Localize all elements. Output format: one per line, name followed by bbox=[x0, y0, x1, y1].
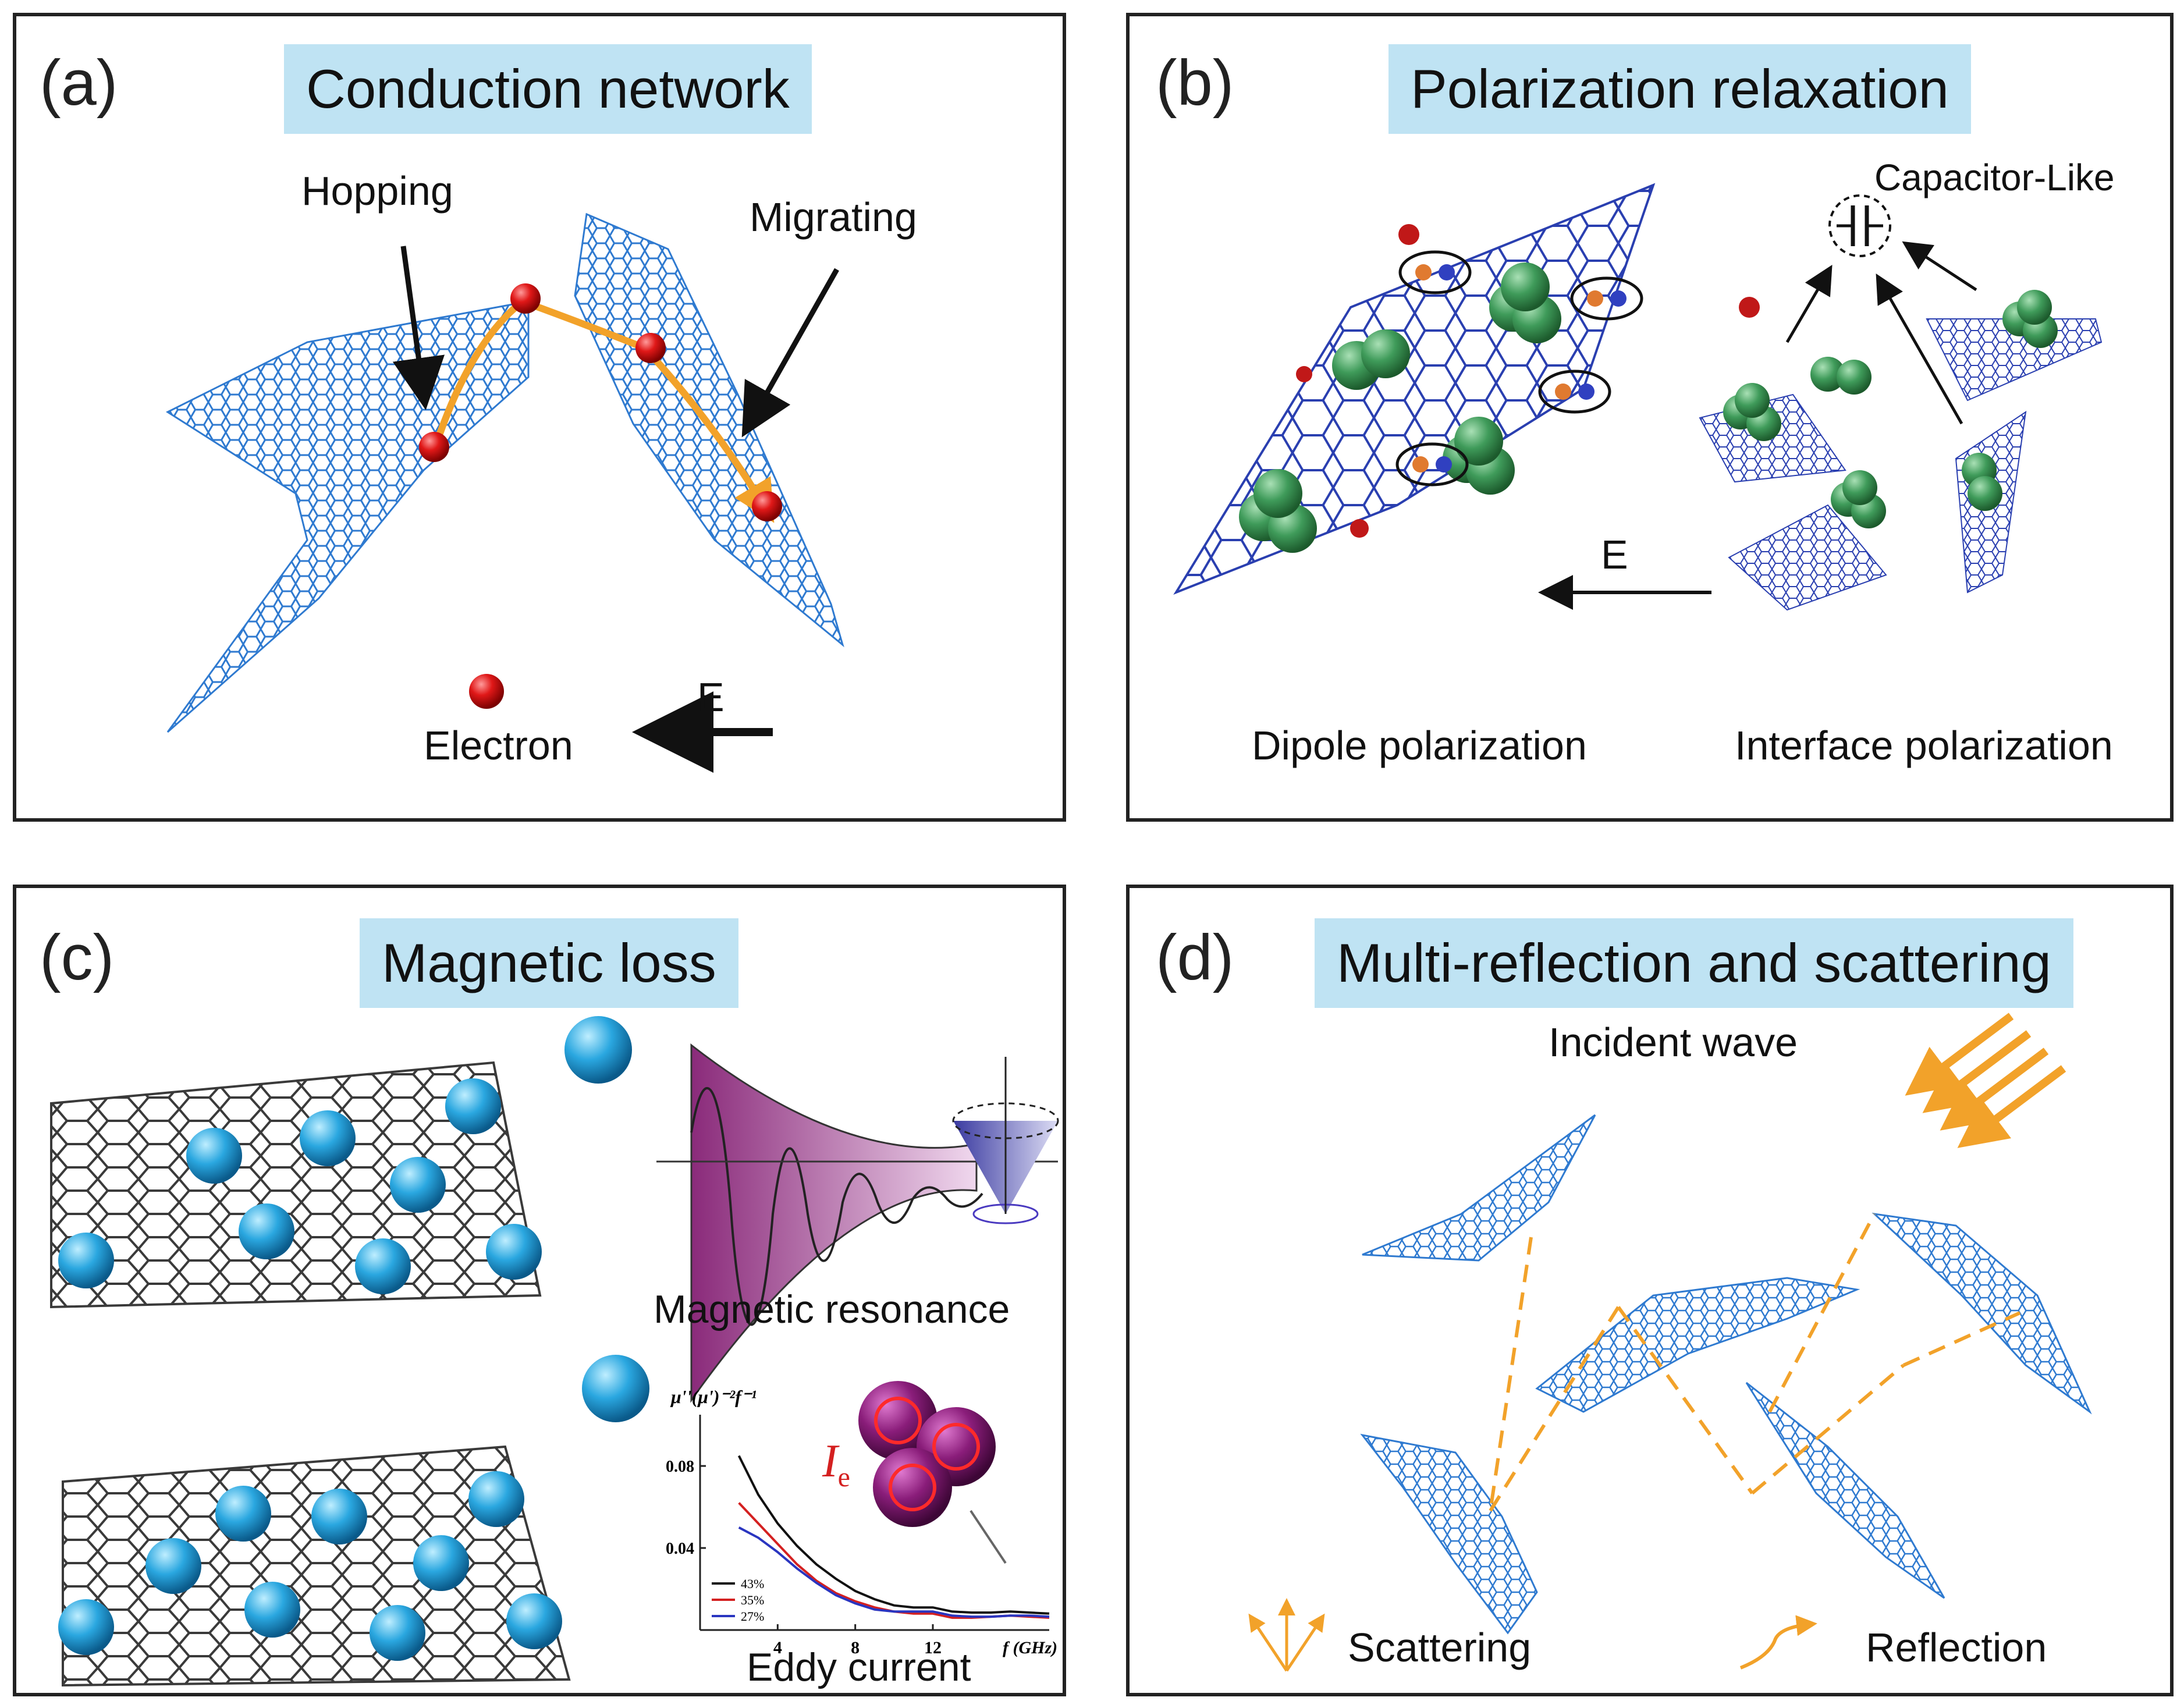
incident-wave-label: Incident wave bbox=[1549, 1020, 1798, 1065]
nanoparticle-cluster bbox=[1723, 383, 1781, 441]
migrating-label: Migrating bbox=[750, 194, 917, 240]
panel-title: Magnetic loss bbox=[360, 918, 738, 1008]
chart-x-tick-label: 8 bbox=[851, 1638, 860, 1657]
graphene-sheet bbox=[1535, 1277, 1860, 1413]
chart-series-line bbox=[737, 1455, 1050, 1615]
chart-x-label: f (GHz) bbox=[1003, 1638, 1057, 1657]
multi-reflection-diagram bbox=[1248, 1013, 2092, 1672]
polarization-diagram bbox=[1173, 183, 2103, 611]
chart-y-tick-label: 0.08 bbox=[666, 1458, 694, 1476]
chart-y-tick-label: 0.04 bbox=[666, 1540, 694, 1558]
interface-label: Interface polarization bbox=[1735, 723, 2113, 768]
current-symbol: Ie bbox=[822, 1438, 850, 1492]
magnetic-particle bbox=[564, 1016, 632, 1084]
nanoparticle-cluster bbox=[1831, 470, 1886, 528]
nanoparticle-cluster bbox=[2002, 290, 2058, 348]
interface-arrow bbox=[1876, 273, 1963, 425]
migrating-pointer bbox=[741, 268, 839, 438]
nanoparticle-cluster bbox=[1810, 357, 1872, 395]
panel-multi-reflection: (d) Multi-reflection and scattering Inci… bbox=[1126, 885, 2174, 1696]
chart-legend-label: 43% bbox=[741, 1576, 764, 1591]
panel-label: (d) bbox=[1156, 922, 1234, 993]
nanoparticle-cluster bbox=[1962, 453, 2002, 511]
eddy-current-cluster bbox=[858, 1381, 996, 1527]
magnetic-particle bbox=[582, 1355, 649, 1422]
interface-arrow bbox=[1902, 241, 1977, 292]
conduction-network-diagram bbox=[165, 212, 844, 773]
eddy-current-chart: 4 8 12 0.04 0.08 μ''(μ')⁻²f⁻¹ f (GHz) 43% 35% 27% bbox=[666, 1386, 1057, 1657]
field-label: E bbox=[1601, 532, 1628, 577]
chart-x-tick-label: 12 bbox=[924, 1638, 942, 1657]
chart-legend-label: 35% bbox=[741, 1593, 764, 1607]
incident-wave-arrows bbox=[1905, 1013, 2066, 1148]
chart-legend-label: 27% bbox=[741, 1609, 764, 1624]
panel-label: (a) bbox=[40, 47, 118, 119]
dipole-ellipse bbox=[1538, 370, 1611, 414]
electron-path bbox=[432, 297, 775, 523]
functional-group bbox=[1350, 519, 1369, 538]
scattering-label: Scattering bbox=[1348, 1625, 1532, 1670]
magnetic-particle bbox=[58, 1471, 562, 1661]
dipole-ellipse bbox=[1570, 276, 1643, 321]
graphene-sheet bbox=[1872, 1212, 2092, 1415]
oscillation-wave bbox=[690, 1086, 983, 1326]
hopping-label: Hopping bbox=[301, 168, 453, 214]
nanoparticle-cluster bbox=[1443, 417, 1515, 495]
magnetic-particle bbox=[58, 1078, 542, 1294]
panel-title: Multi-reflection and scattering bbox=[1315, 918, 2073, 1008]
graphene-sheet-small bbox=[1728, 504, 1887, 611]
magnetic-loss-diagram: 4 8 12 0.04 0.08 μ''(μ')⁻²f⁻¹ f (GHz) 43% 35% 27% bbox=[50, 1016, 1059, 1687]
graphene-sheet bbox=[1745, 1382, 1945, 1599]
graphene-sheet bbox=[1360, 1433, 1538, 1635]
electron-label: Electron bbox=[424, 723, 573, 768]
field-label: E bbox=[697, 674, 725, 720]
nanoparticle-cluster bbox=[1489, 262, 1561, 343]
eddy-label: Eddy current bbox=[747, 1645, 971, 1689]
capacitor-icon bbox=[1828, 194, 1891, 257]
electron-dot bbox=[419, 432, 449, 462]
damped-oscillation bbox=[690, 1043, 978, 1403]
panel-title: Conduction network bbox=[284, 44, 812, 134]
current-symbol-sub: e bbox=[837, 1462, 850, 1493]
dipole-label: Dipole polarization bbox=[1252, 723, 1587, 768]
interface-arrow bbox=[1785, 265, 1833, 343]
electron-dot bbox=[510, 283, 541, 314]
dipole-ellipse bbox=[1395, 442, 1469, 487]
electron-legend-dot bbox=[469, 674, 504, 709]
panel-label: (b) bbox=[1156, 47, 1234, 119]
dipole-ellipse bbox=[1398, 250, 1472, 294]
scattering-icon bbox=[1248, 1598, 1325, 1672]
panel-polarization-relaxation: (b) Polarization relaxation Capacitor-Li… bbox=[1126, 13, 2174, 822]
chart-series-line bbox=[738, 1526, 1050, 1618]
functional-group bbox=[1398, 224, 1419, 245]
panel-magnetic-loss: 4 8 12 0.04 0.08 μ''(μ')⁻²f⁻¹ f (GHz) 43% 35% 27%… bbox=[13, 885, 1066, 1696]
graphene-lattice-top bbox=[50, 1061, 542, 1309]
functional-group bbox=[1739, 297, 1760, 318]
pointer-arrow bbox=[970, 1510, 1007, 1564]
reflection-paths bbox=[1489, 1213, 2021, 1512]
current-symbol-main: I bbox=[822, 1436, 838, 1487]
resonance-label: Magnetic resonance bbox=[654, 1287, 1010, 1331]
chart-x-tick-label: 4 bbox=[773, 1638, 782, 1657]
reflection-icon bbox=[1739, 1615, 1817, 1670]
electron-dot bbox=[752, 491, 782, 521]
panel-conduction-network: (a) Conduction network Hopping Migrating… bbox=[13, 13, 1066, 822]
functional-group bbox=[1296, 366, 1312, 382]
hopping-pointer bbox=[392, 246, 445, 410]
graphene-sheet-left bbox=[165, 300, 530, 733]
graphene-sheet bbox=[1362, 1114, 1596, 1262]
panel-title: Polarization relaxation bbox=[1388, 44, 1971, 134]
panel-label: (c) bbox=[40, 922, 115, 993]
chart-y-label: μ''(μ')⁻²f⁻¹ bbox=[670, 1386, 757, 1407]
nanoparticle-cluster bbox=[1332, 329, 1410, 390]
reflection-label: Reflection bbox=[1866, 1625, 2047, 1670]
nanoparticle-cluster bbox=[1239, 469, 1317, 553]
capacitor-label: Capacitor-Like bbox=[1874, 157, 2115, 198]
electron-dot bbox=[635, 333, 666, 363]
